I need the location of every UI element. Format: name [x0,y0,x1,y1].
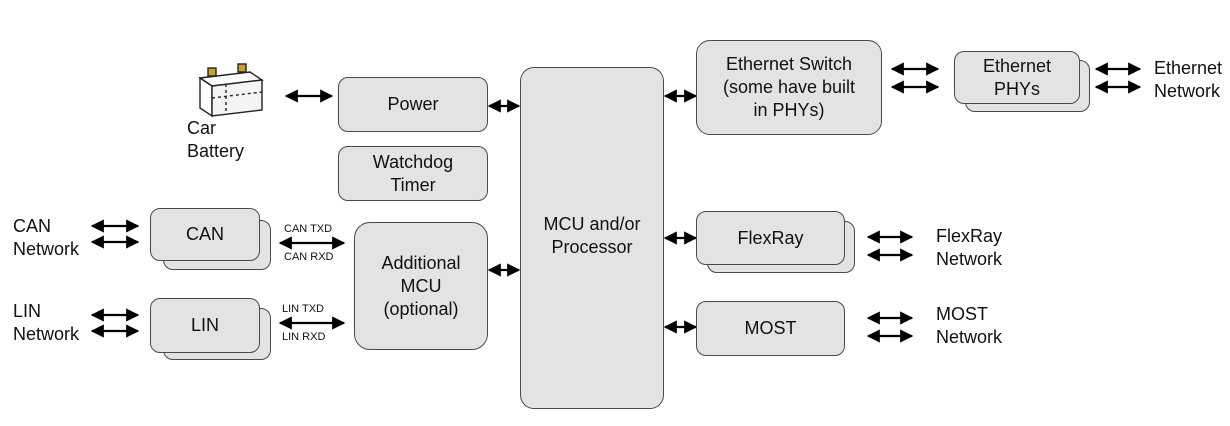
ethernet-switch-block: Ethernet Switch (some have built in PHYs… [696,40,882,135]
ethernet-network-label: Ethernet Network [1154,58,1223,101]
flexray-block: FlexRay [696,211,845,265]
lin-block: LIN [150,298,260,353]
lin-txd-label: LIN TXD [282,303,324,315]
car-battery-label: Car Battery [187,118,245,161]
power-block: Power [338,77,488,132]
mcu-processor-block: MCU and/or Processor [520,67,664,409]
can-block: CAN [150,208,260,261]
additional-mcu-block: Additional MCU (optional) [354,222,488,350]
most-block: MOST [696,301,845,356]
can-rxd-label: CAN RXD [284,251,334,263]
can-txd-label: CAN TXD [284,223,333,235]
can-network-label: CAN Network [13,216,80,259]
lin-network-label: LIN Network [13,301,80,344]
connectors [90,62,1142,343]
car-battery-icon [198,63,264,118]
watchdog-timer-block: Watchdog Timer [338,146,488,201]
ethernet-phys-block: Ethernet PHYs [954,51,1080,104]
lin-rxd-label: LIN RXD [282,331,326,343]
flexray-network-label: FlexRay Network [936,226,1003,269]
most-network-label: MOST Network [936,304,1003,347]
